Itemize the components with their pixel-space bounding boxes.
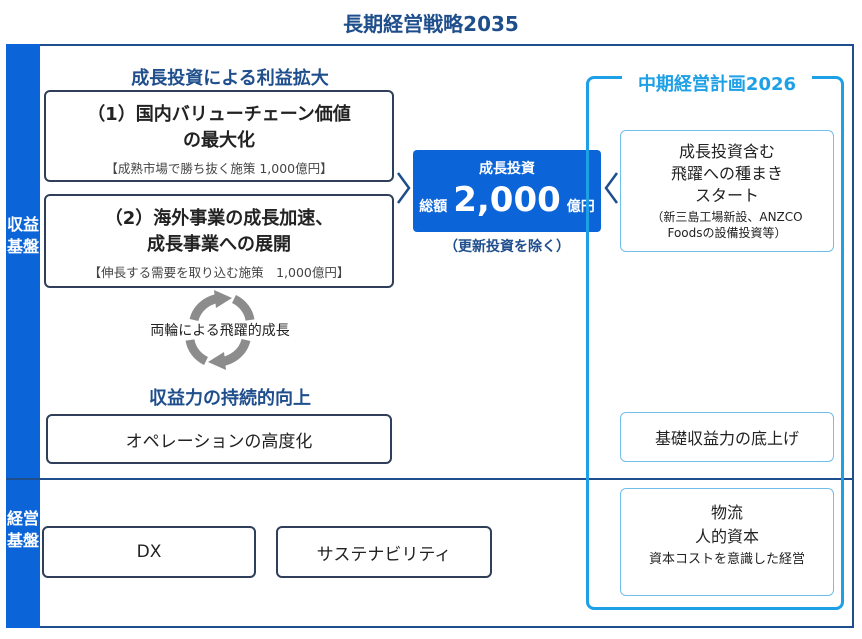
cycle-label: 両輪による飛躍的成長 (150, 323, 290, 339)
box1-line1: （1）国内バリューチェーン価値 (87, 104, 351, 125)
sidebar-revenue-label: 収益基盤 (6, 215, 39, 256)
chevron-left-icon (604, 172, 619, 204)
seed-line1: 成長投資含む (678, 142, 775, 161)
box2-line1: （2）海外事業の成長加速、 (104, 208, 334, 229)
operation-advancement-box: オペレーションの高度化 (46, 414, 392, 464)
sustainability-box: サステナビリティ (276, 526, 492, 578)
sidebar-revenue: 収益基盤 (6, 44, 40, 480)
cycle-arrows-icon (185, 290, 255, 370)
seed-line3: スタート (694, 186, 759, 205)
sidebar-management-label: 経営基盤 (6, 509, 39, 550)
investment-label: 成長投資 (479, 161, 535, 177)
investment-note: （更新投資を除く） (444, 239, 570, 255)
investment-amount: 2,000 (453, 180, 561, 220)
seed-line2: 飛躍への種まき (670, 164, 783, 183)
box2-line2: 成長事業への展開 (147, 234, 291, 255)
midterm-seed-box: 成長投資含む 飛躍への種まき スタート （新三島工場新設、ANZCO Foods… (620, 130, 834, 252)
box2-sub: 【伸長する需要を取り込む施策 1,000億円】 (88, 265, 350, 280)
overseas-growth-box: （2）海外事業の成長加速、 成長事業への展開 【伸長する需要を取り込む施策 1,… (44, 194, 394, 288)
base-profitability-box: 基礎収益力の底上げ (620, 412, 834, 462)
sidebar-management: 経営基盤 (6, 480, 40, 628)
human-capital-text: 人的資本 (694, 527, 759, 546)
chevron-right-icon (396, 172, 411, 204)
investment-amount-row: 総額 2,000 億円 (413, 180, 601, 220)
growth-investment-box: 成長投資 総額 2,000 億円 (413, 150, 601, 232)
seed-sub2: Foodsの設備投資等） (667, 226, 787, 240)
domestic-value-chain-box: （1）国内バリューチェーン価値 の最大化 【成熟市場で勝ち抜く施策 1,000億… (44, 90, 394, 182)
box1-line2: の最大化 (183, 130, 255, 151)
box1-sub: 【成熟市場で勝ち抜く施策 1,000億円】 (105, 161, 333, 176)
profitability-heading: 収益力の持続的向上 (149, 388, 311, 409)
investment-prefix: 総額 (419, 199, 448, 215)
midterm-plan-title: 中期経営計画2026 (622, 70, 812, 96)
section-divider (6, 478, 854, 480)
cost-of-capital-text: 資本コストを意識した経営 (648, 552, 805, 567)
dx-box: DX (42, 526, 256, 578)
page-title: 長期経営戦略2035 (343, 12, 519, 36)
seed-sub1: （新三島工場新設、ANZCO (651, 210, 803, 224)
logistics-text: 物流 (710, 503, 743, 522)
growth-heading: 成長投資による利益拡大 (131, 68, 329, 89)
management-foundation-box: 物流 人的資本 資本コストを意識した経営 (620, 488, 834, 596)
